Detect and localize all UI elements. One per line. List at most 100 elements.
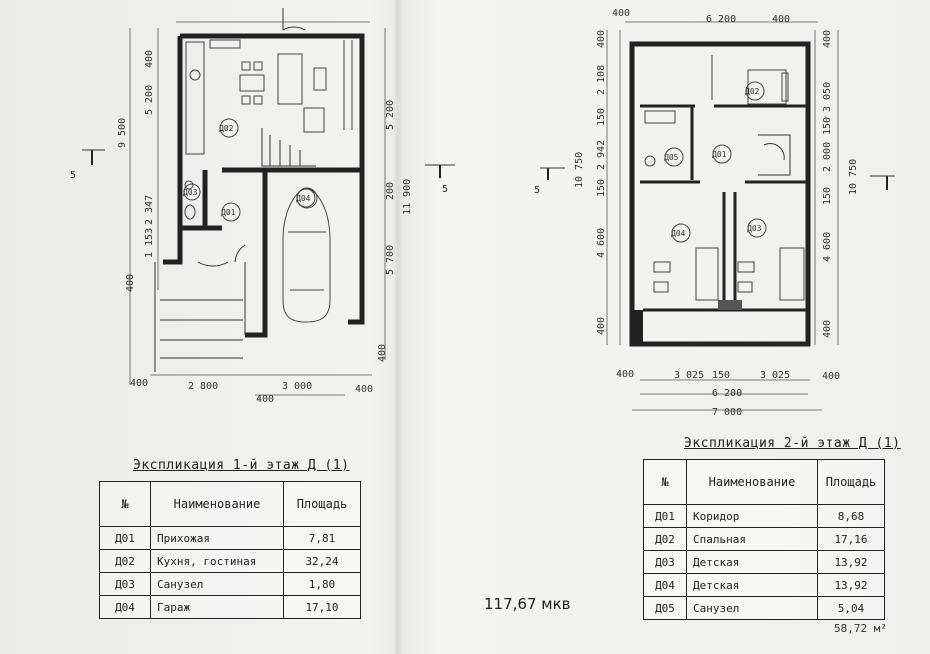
plan2-dim-bottom-0: 400 (616, 369, 634, 380)
middle-section-mark: 5 (442, 184, 448, 195)
table1-explication: № Наименование Площадь Д01 Прихожая 7,81… (99, 481, 361, 619)
plan1-dim-bottom-4: 400 (256, 394, 274, 405)
plan2-dim-bottom-5: 6 200 (712, 388, 742, 399)
plan2-dim-right-7: 400 (822, 320, 833, 338)
plan1-dim-top: 400 (144, 50, 155, 68)
table1-caption: Экспликация 1-й этаж Д (1) (133, 458, 350, 473)
plan2-dim-left-7: 400 (596, 317, 607, 335)
table1-cell-area: 17,10 (283, 595, 361, 619)
table2-cell-area: 8,68 (817, 504, 885, 528)
table-row: Д01 Прихожая 7,81 (99, 526, 361, 550)
plan2-dim-left-3: 2 942 (596, 140, 607, 170)
table1-cell-no: Д02 (99, 549, 151, 573)
table-row: Д04 Гараж 17,10 (99, 595, 361, 619)
plan2-dim-bottom-2: 150 (712, 370, 730, 381)
paper-fold (393, 0, 403, 654)
plan1-dim-left-1: 9 500 (117, 118, 128, 148)
table1-cell-area: 1,80 (283, 572, 361, 596)
plan2-dim-bottom-4: 400 (822, 371, 840, 382)
plan2-dim-left-1: 2 108 (596, 65, 607, 95)
table2-cell-no: Д05 (643, 596, 687, 620)
table1-cell-no: Д04 (99, 595, 151, 619)
plan1-dim-right-3: 5 700 (385, 245, 396, 275)
plan1-dim-bottom-0: 400 (130, 378, 148, 389)
plan2-floor: Д02 Д05 Д01 Д04 Д03 400 6 200 400 400 2 … (534, 8, 895, 418)
plan2-dim-right-3: 2 000 (822, 142, 833, 172)
plan2-dim-bottom-1: 3 025 (674, 370, 704, 381)
table-row: Д03 Санузел 1,80 (99, 572, 361, 596)
table2-cell-name: Санузел (686, 596, 818, 620)
plan1-dim-bottom-3: 400 (355, 384, 373, 395)
table2-cell-no: Д01 (643, 504, 687, 528)
table2-cell-name: Детская (686, 550, 818, 574)
table2-cell-name: Детская (686, 573, 818, 597)
table-row: Д04 Детская 13,92 (643, 573, 885, 597)
plan1-dim-bottom-2: 3 000 (282, 381, 312, 392)
table2-caption: Экспликация 2-й этаж Д (1) (684, 436, 901, 451)
plan1-dim-bottom-1: 2 800 (188, 381, 218, 392)
plan2-dim-left-6: 4 600 (596, 228, 607, 258)
plan1-room-d04: Д04 (296, 194, 311, 203)
plan2-dim-bottom-3: 3 025 (760, 370, 790, 381)
table2-header-no: № (643, 459, 687, 505)
table1-cell-area: 7,81 (283, 526, 361, 550)
plan2-room-d05: Д05 (664, 153, 679, 162)
plan2-dim-right-6: 4 600 (822, 232, 833, 262)
plan1-floor: Д02 Д03 Д01 Д04 400 5 200 9 500 2 347 1 … (70, 8, 413, 405)
table1-header-area: Площадь (283, 481, 361, 527)
total-area-label: 117,67 мкв (484, 595, 571, 613)
plan2-dim-bottom-6: 7 000 (712, 407, 742, 418)
table-row: Д05 Санузел 5,04 (643, 596, 885, 620)
plan2-dim-right-0: 400 (822, 30, 833, 48)
table1-cell-name: Санузел (150, 572, 284, 596)
table2-header-name: Наименование (686, 459, 818, 505)
plan1-dim-left-4: 400 (125, 274, 136, 292)
table1-cell-name: Прихожая (150, 526, 284, 550)
table-row: Д02 Спальная 17,16 (643, 527, 885, 551)
table-row: Д02 Кухня, гостиная 32,24 (99, 549, 361, 573)
table2-cell-name: Спальная (686, 527, 818, 551)
table2-total: 58,72 м² (834, 622, 887, 635)
plan1-dim-left-0: 5 200 (144, 85, 155, 115)
plan2-dim-right-4: 10 750 (848, 159, 859, 195)
table1-cell-area: 32,24 (283, 549, 361, 573)
plan2-dim-right-2: 150 (822, 117, 833, 135)
plan2-room-d02: Д02 (745, 87, 760, 96)
table1-cell-no: Д03 (99, 572, 151, 596)
table2-cell-no: Д04 (643, 573, 687, 597)
table2-cell-area: 13,92 (817, 550, 885, 574)
table2-header-area: Площадь (817, 459, 885, 505)
middle-section-mark-group: 5 (425, 164, 455, 195)
plan2-dim-left-2: 150 (596, 108, 607, 126)
plan2-room-d03: Д03 (747, 224, 762, 233)
plan2-dim-top-2: 400 (772, 14, 790, 25)
plan2-room-d01: Д01 (712, 150, 727, 159)
plan2-dim-right-5: 150 (822, 187, 833, 205)
table1-cell-no: Д01 (99, 526, 151, 550)
plan1-room-d03: Д03 (183, 188, 198, 197)
plan2-dim-left-5: 150 (596, 179, 607, 197)
table2-explication: № Наименование Площадь Д01 Коридор 8,68 … (643, 459, 885, 620)
plan2-room-d04: Д04 (671, 229, 686, 238)
table-row: Д03 Детская 13,92 (643, 550, 885, 574)
table2-cell-area: 13,92 (817, 573, 885, 597)
plan1-dim-left-3: 1 153 (144, 228, 155, 258)
table2-cell-name: Коридор (686, 504, 818, 528)
plan1-dim-right-4: 400 (377, 344, 388, 362)
plan2-dim-right-1: 3 050 (822, 82, 833, 112)
plan1-dim-right-0: 5 200 (385, 100, 396, 130)
table2-cell-no: Д02 (643, 527, 687, 551)
plan2-dim-top-1: 6 200 (706, 14, 736, 25)
table-row: Д01 Коридор 8,68 (643, 504, 885, 528)
plan1-room-d02: Д02 (219, 124, 234, 133)
plan1-room-d01: Д01 (221, 208, 236, 217)
plan2-dim-left-0: 400 (596, 30, 607, 48)
table1-cell-name: Кухня, гостиная (150, 549, 284, 573)
table2-cell-no: Д03 (643, 550, 687, 574)
table1-header-name: Наименование (150, 481, 284, 527)
plan2-dim-left-4: 10 750 (574, 152, 585, 188)
table2-cell-area: 17,16 (817, 527, 885, 551)
plan1-dim-right-2: 11 900 (402, 179, 413, 215)
table1-cell-name: Гараж (150, 595, 284, 619)
